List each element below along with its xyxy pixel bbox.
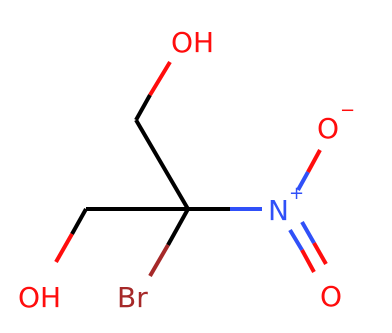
bond-n-ominus-red [306, 149, 322, 173]
bond-n-o-double-2-red [312, 242, 328, 265]
atom-label-oh-left: OH [18, 281, 61, 314]
bond-ch2-top-o-black [134, 94, 152, 121]
bond-ch2-left-o-black [70, 208, 88, 235]
bond-n-ominus-blue [296, 171, 310, 191]
bond-ch2-left-o-red [54, 233, 74, 263]
bond-n-o-double-1-blue [288, 228, 304, 252]
bond-n-o-double-2-blue [300, 221, 316, 244]
atom-label-oh-top: OH [171, 26, 214, 59]
bond-c2-br-black [166, 208, 190, 246]
bond-c2-br-brown [148, 243, 170, 278]
atom-charge-n: + [289, 183, 304, 204]
atom-label-o-minus: O [317, 112, 339, 145]
bond-n-o-double-1-red [300, 249, 316, 273]
bond-c2-ch2-top [134, 118, 190, 211]
atom-label-o-double: O [320, 280, 342, 313]
bond-ch2-top-o-red [148, 60, 172, 97]
bonds [54, 60, 328, 278]
atom-charge-o-minus: − [340, 100, 355, 121]
atom-label-n: N [268, 194, 289, 227]
atom-label-br: Br [117, 281, 148, 314]
